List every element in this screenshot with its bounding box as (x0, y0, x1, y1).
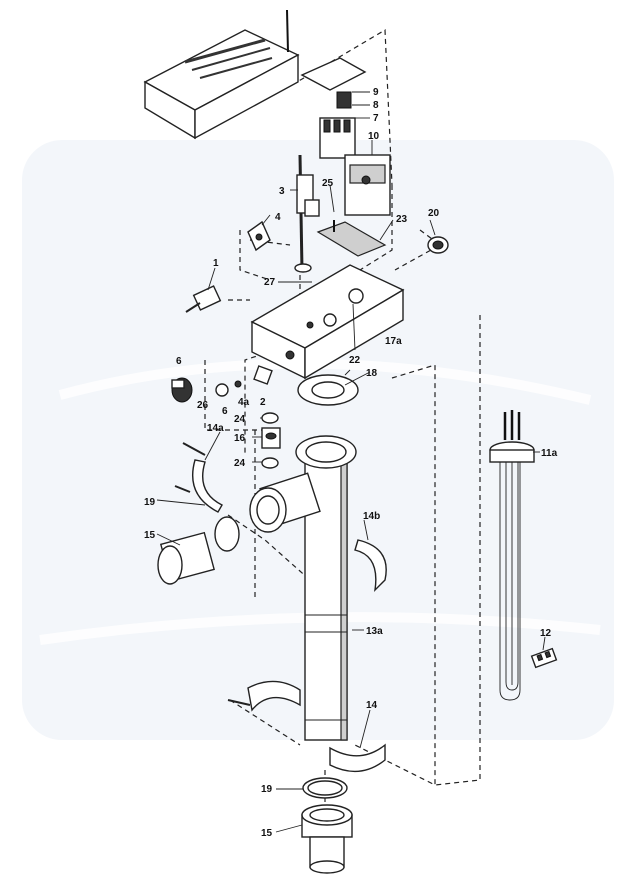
callout-8: 8 (373, 100, 379, 111)
callout-7: 7 (373, 113, 379, 124)
callout-leaders (156, 91, 546, 833)
callout-2: 2 (260, 397, 266, 408)
callout-16: 16 (234, 433, 246, 444)
cable-gland (427, 236, 449, 254)
callout-23: 23 (396, 214, 408, 225)
callout-14b: 14b (363, 511, 380, 522)
callout-24-upper: 24 (234, 414, 246, 425)
callout-1: 1 (213, 258, 219, 269)
callout-4a: 4a (238, 397, 250, 408)
union-fitting-bottom (301, 777, 353, 874)
switch-part (185, 285, 222, 313)
callout-13a: 13a (366, 626, 383, 637)
callout-24-lower: 24 (234, 458, 246, 469)
callout-19-left: 19 (144, 497, 156, 508)
callout-labels: 9 8 7 10 3 25 20 4 23 1 27 17a 22 6 4a 1… (144, 87, 558, 839)
callout-17a: 17a (385, 336, 402, 347)
callout-15-bottom: 15 (261, 828, 273, 839)
callout-11a: 11a (541, 448, 558, 459)
union-fitting-left (157, 516, 240, 585)
callout-15-left: 15 (144, 530, 156, 541)
callout-27: 27 (264, 277, 276, 288)
flange-gasket (297, 374, 359, 406)
callout-25: 25 (322, 178, 334, 189)
o-rings-and-valve (261, 412, 281, 469)
callout-10: 10 (368, 131, 380, 142)
callout-26: 26 (197, 400, 209, 411)
callout-22: 22 (349, 355, 361, 366)
callout-3: 3 (279, 186, 285, 197)
pipe-clamps (174, 442, 387, 773)
din-rail (316, 220, 387, 257)
callout-6-lower: 6 (222, 406, 228, 417)
heater-tube (249, 435, 357, 741)
callout-12: 12 (540, 628, 552, 639)
clip-part (247, 220, 271, 252)
callout-19-bottom: 19 (261, 784, 273, 795)
callout-14a: 14a (207, 423, 224, 434)
callout-20: 20 (428, 208, 440, 219)
control-box-lid (143, 9, 300, 140)
callout-14: 14 (366, 700, 378, 711)
terminal-connector (530, 647, 558, 669)
small-fittings (171, 365, 273, 403)
heating-element (489, 410, 535, 701)
callout-18: 18 (366, 368, 378, 379)
terminal-block-parts (300, 57, 391, 216)
callout-9: 9 (373, 87, 379, 98)
thermostat-probe (294, 154, 320, 273)
callout-4: 4 (275, 212, 281, 223)
callout-6-upper: 6 (176, 356, 182, 367)
